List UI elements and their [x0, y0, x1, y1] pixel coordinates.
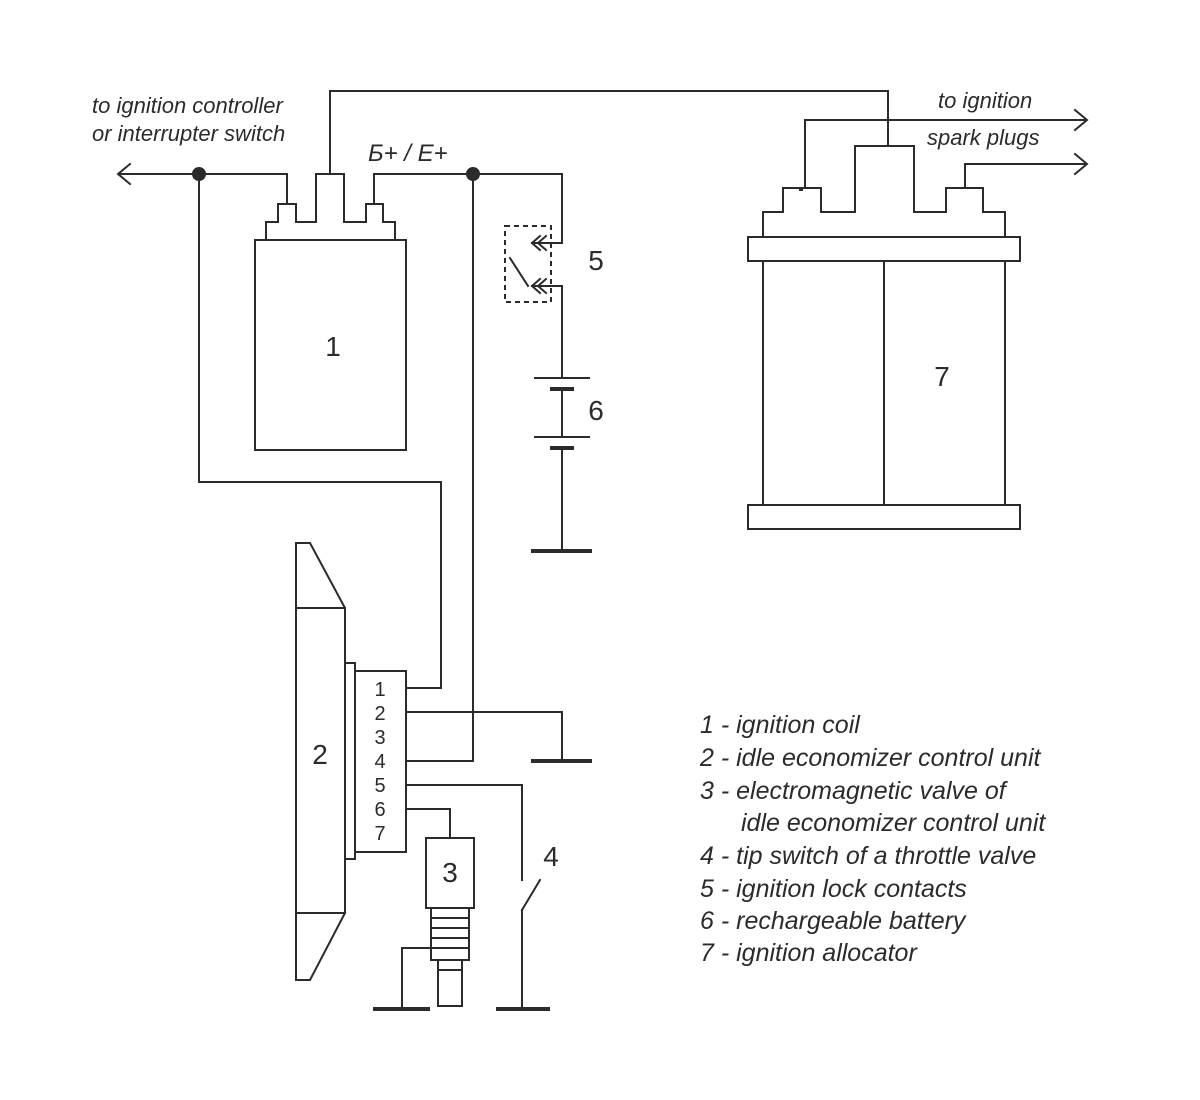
- control-unit-flange: [344, 662, 356, 860]
- wire-pin1: [198, 173, 442, 689]
- ignition-coil-body: [254, 239, 407, 451]
- legend-item: 7 - ignition allocator: [700, 939, 918, 967]
- lock-contact-chevron: [530, 277, 542, 295]
- connector-pin-label: 3: [374, 727, 385, 749]
- wire-to-plugs-1: [804, 119, 1086, 189]
- arrow-to-plugs-1: [1073, 108, 1089, 132]
- connector-pin-label: 4: [374, 751, 385, 773]
- lock-contact-chevron: [536, 234, 548, 252]
- lock-contact-lever: [508, 256, 530, 288]
- wire-coil-to-allocator: [329, 90, 889, 175]
- wire-pin2-ground: [405, 711, 563, 761]
- connector-pin-label: 5: [374, 775, 385, 797]
- tip-switch: 4: [520, 841, 559, 912]
- wire-valve-ground: [401, 947, 432, 1009]
- annotation-supply: Б+ / Е+: [368, 140, 448, 167]
- wire-pin5-switch: [405, 784, 523, 881]
- connector-pin-label: 7: [374, 823, 385, 845]
- connector-pin-label: 2: [374, 703, 385, 725]
- ignition-coil-terminals: [265, 173, 396, 241]
- lock-dashed-enclosure: [504, 225, 552, 303]
- legend-item: 5 - ignition lock contacts: [700, 875, 967, 903]
- allocator-base: [747, 504, 1021, 530]
- annotation-to-controller: or interrupter switch: [92, 121, 285, 146]
- lock-number: 5: [588, 245, 604, 276]
- arrow-to-controller: [116, 162, 132, 186]
- ignition-coil: 1: [254, 173, 407, 451]
- connector-pin-label: 1: [374, 679, 385, 701]
- ignition-lock-contacts: 5: [504, 225, 604, 303]
- legend-item: 1 - ignition coil: [700, 711, 861, 739]
- control-unit: 2 1 2 3 4 5 6 7: [295, 542, 407, 981]
- wire-supply: [373, 173, 563, 244]
- annotation-to-plugs: to ignition: [938, 88, 1032, 113]
- electromagnetic-valve: 3: [425, 837, 475, 1007]
- valve-needle: [437, 959, 463, 1007]
- legend: 1 - ignition coil 2 - idle economizer co…: [699, 711, 1046, 967]
- control-unit-connector: [354, 670, 407, 853]
- arrow-to-plugs-2: [1073, 152, 1089, 176]
- allocator-number: 7: [934, 361, 950, 392]
- grounds: [373, 549, 592, 1011]
- junction-dot: [192, 167, 206, 181]
- control-unit-number: 2: [312, 739, 328, 770]
- wire-to-plugs-2: [964, 163, 1086, 189]
- ignition-allocator: 7: [747, 145, 1021, 530]
- battery-number: 6: [588, 395, 604, 426]
- wire-to-controller: [119, 173, 288, 205]
- valve-number: 3: [442, 857, 458, 888]
- lock-contact-chevron: [530, 234, 542, 252]
- legend-item: 2 - idle economizer control unit: [699, 744, 1041, 772]
- junction-dot: [466, 167, 480, 181]
- annotation-to-plugs: spark plugs: [927, 125, 1040, 150]
- tip-switch-number: 4: [543, 841, 559, 872]
- allocator-terminal-left: [799, 187, 803, 191]
- annotation-to-controller: to ignition controller: [92, 93, 284, 118]
- battery: 6: [534, 377, 604, 450]
- wire-pin4: [405, 173, 474, 762]
- allocator-cap: [762, 145, 1006, 238]
- legend-item: 4 - tip switch of a throttle valve: [700, 842, 1036, 870]
- tip-switch-blade: [520, 878, 542, 912]
- legend-item: 3 - electromagnetic valve of: [700, 777, 1009, 805]
- legend-item: 6 - rechargeable battery: [700, 907, 967, 935]
- lock-contact-chevron: [536, 277, 548, 295]
- coil-number: 1: [325, 331, 341, 362]
- valve-stem: [430, 907, 470, 961]
- connector-pin-label: 6: [374, 799, 385, 821]
- allocator-top-flange: [747, 236, 1021, 262]
- wire-pin6-valve: [405, 808, 451, 839]
- wires: [116, 90, 1089, 1009]
- legend-item: idle economizer control unit: [741, 809, 1046, 837]
